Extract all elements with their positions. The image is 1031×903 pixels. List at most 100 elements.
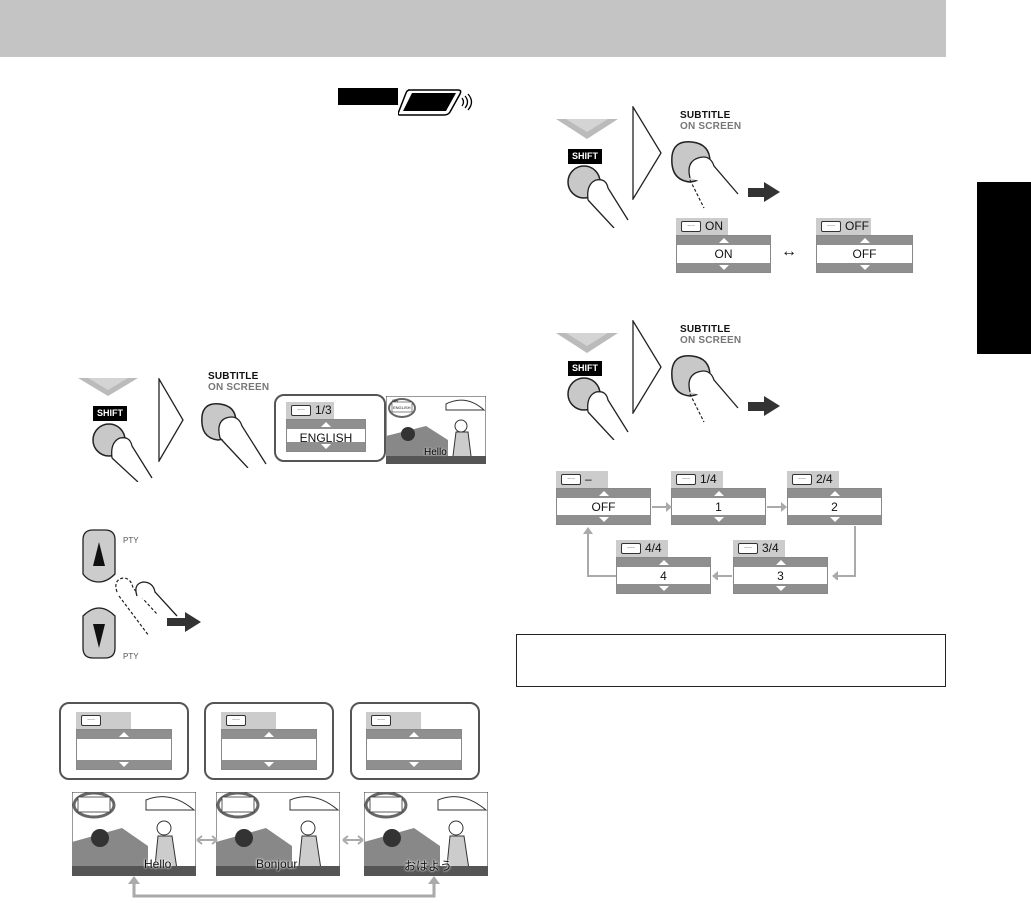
shift-label: SHIFT xyxy=(568,361,602,376)
pty-down-label: PTY xyxy=(123,652,139,661)
down-triangle-icon xyxy=(718,265,729,270)
subtitle-button[interactable] xyxy=(196,396,268,468)
down-triangle-icon xyxy=(598,517,609,522)
subtitle-text: Hello xyxy=(144,857,172,871)
subtitle-on-osd: .... ON ON xyxy=(676,218,771,273)
movie-scene-image xyxy=(72,792,196,876)
subtitle-cycle-osd: .... 1/4 1 xyxy=(671,471,766,525)
on-screen-label: ON SCREEN xyxy=(680,335,742,346)
shift-button[interactable] xyxy=(90,420,160,482)
osd-header: ON xyxy=(705,219,723,233)
osd-header: OFF xyxy=(845,219,869,233)
osd-value: 4 xyxy=(660,569,667,583)
up-arrow-icon xyxy=(598,491,609,496)
osd-header: 2/4 xyxy=(816,472,833,486)
subtitle-icon: .... xyxy=(821,221,841,232)
down-triangle-icon xyxy=(658,586,669,591)
osd-value: ON xyxy=(714,247,733,261)
osd-value: OFF xyxy=(852,247,877,261)
up-arrow-icon xyxy=(119,732,129,737)
subtitle-button[interactable] xyxy=(664,348,780,424)
up-arrow-icon xyxy=(859,238,870,243)
up-arrow-icon xyxy=(713,491,724,496)
osd-value: 3 xyxy=(777,569,784,583)
subtitle-cycle-osd: .... 2/4 2 xyxy=(787,471,882,525)
down-triangle-icon xyxy=(321,444,331,449)
osd-header: 1/3 xyxy=(315,403,332,417)
down-arrow-icon xyxy=(78,378,138,396)
up-arrow-icon xyxy=(264,732,274,737)
subtitle-language-osd: .... 1/3 ENGLISH xyxy=(286,402,366,452)
subtitle-icon: .... xyxy=(81,715,101,726)
shift-label: SHIFT xyxy=(568,149,602,164)
up-arrow-icon xyxy=(321,422,331,427)
subtitle-icon: .... xyxy=(621,543,641,554)
double-arrow-icon: ↔ xyxy=(781,243,797,260)
subtitle-cycle-osd: .... 3/4 3 xyxy=(733,540,828,594)
shift-button[interactable] xyxy=(566,162,636,228)
subtitle-cycle-osd: .... 4/4 4 xyxy=(616,540,711,594)
osd-value: 1 xyxy=(715,500,722,514)
on-screen-label: ON SCREEN xyxy=(680,121,742,132)
pty-up-label: PTY xyxy=(123,536,139,545)
subtitle-icon: .... xyxy=(291,405,311,416)
movie-scene-image xyxy=(386,396,486,464)
down-triangle-icon xyxy=(829,517,840,522)
osd-header: 3/4 xyxy=(762,541,779,555)
remote-control-icon xyxy=(398,89,473,116)
movie-scene-image xyxy=(364,792,488,876)
language-osd: .... xyxy=(76,712,172,770)
down-triangle-icon xyxy=(119,762,129,767)
osd-header: 1/4 xyxy=(700,472,717,486)
up-arrow-icon xyxy=(658,560,669,565)
osd-value: OFF xyxy=(591,500,616,514)
subtitle-cycle-osd: .... –4/4 OFF xyxy=(556,471,651,525)
subtitle-off-osd: .... OFF OFF xyxy=(816,218,913,273)
subtitle-text: Hello xyxy=(424,447,447,458)
loop-arrow-icon xyxy=(128,876,440,898)
side-tab xyxy=(977,182,1031,354)
osd-header: 4/4 xyxy=(645,541,662,555)
subtitle-icon: .... xyxy=(738,543,758,554)
cursor-buttons xyxy=(82,529,201,659)
subtitle-button-label: SUBTITLE xyxy=(680,324,731,335)
up-arrow-icon xyxy=(775,560,786,565)
down-arrow-icon xyxy=(556,333,618,353)
chevron-right-outline-icon xyxy=(632,106,662,200)
remote-only-label xyxy=(338,88,398,105)
language-osd: .... xyxy=(221,712,317,770)
subtitle-icon: .... xyxy=(676,474,696,485)
up-arrow-icon xyxy=(409,732,419,737)
language-osd: .... xyxy=(366,712,462,770)
down-triangle-icon xyxy=(713,517,724,522)
osd-value: ENGLISH xyxy=(299,431,353,445)
chevron-right-outline-icon xyxy=(158,378,184,462)
shift-label: SHIFT xyxy=(93,406,127,421)
subtitle-icon: .... xyxy=(226,715,246,726)
down-triangle-icon xyxy=(409,762,419,767)
subtitle-button[interactable] xyxy=(664,134,780,210)
shift-button[interactable] xyxy=(566,374,636,440)
subtitle-button-label: SUBTITLE xyxy=(208,371,259,382)
subtitle-icon: .... xyxy=(371,715,391,726)
subtitle-text: Bonjour xyxy=(256,857,298,871)
movie-scene-image xyxy=(216,792,340,876)
up-arrow-icon xyxy=(718,238,729,243)
header-bar xyxy=(0,0,946,57)
subtitle-text: おはよう xyxy=(404,859,453,873)
note-box xyxy=(516,634,946,687)
down-triangle-icon xyxy=(775,586,786,591)
down-triangle-icon xyxy=(264,762,274,767)
osd-value: 2 xyxy=(831,500,838,514)
down-triangle-icon xyxy=(859,265,870,270)
chevron-right-outline-icon xyxy=(632,320,662,414)
subtitle-icon: .... xyxy=(792,474,812,485)
subtitle-button-label: SUBTITLE xyxy=(680,110,731,121)
double-arrow-icon xyxy=(342,835,364,845)
mini-osd-header: ON xyxy=(392,398,398,403)
up-arrow-icon xyxy=(829,491,840,496)
mini-osd-value: ENGLISH xyxy=(393,405,411,410)
cycle-arrows xyxy=(583,502,856,580)
on-screen-label: ON SCREEN xyxy=(208,382,270,393)
double-arrow-icon xyxy=(196,835,218,845)
